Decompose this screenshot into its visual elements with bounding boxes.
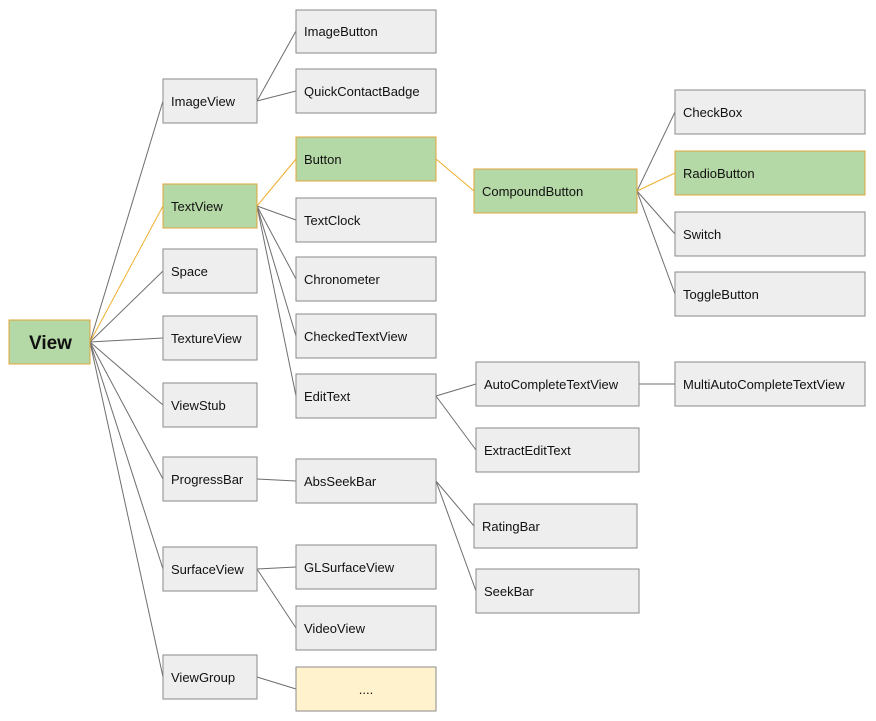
node-textureview[interactable]: TextureView bbox=[162, 315, 258, 361]
node-checkbox-label: CheckBox bbox=[683, 105, 743, 120]
node-imageview[interactable]: ImageView bbox=[162, 78, 258, 124]
edge-view-textview bbox=[89, 205, 164, 343]
node-abseekbar[interactable]: AbsSeekBar bbox=[295, 458, 437, 504]
edge-view-textureview bbox=[89, 337, 164, 343]
node-viewstub-label: ViewStub bbox=[171, 398, 226, 413]
node-extractedittext[interactable]: ExtractEditText bbox=[475, 427, 640, 473]
node-checkbox[interactable]: CheckBox bbox=[674, 89, 866, 135]
edge-viewgroup-ellipsis bbox=[256, 676, 297, 690]
node-seekbar-label: SeekBar bbox=[484, 584, 535, 599]
node-multiautocompletetextview[interactable]: MultiAutoCompleteTextView bbox=[674, 361, 866, 407]
node-ratingbar-label: RatingBar bbox=[482, 519, 540, 534]
node-abseekbar-label: AbsSeekBar bbox=[304, 474, 377, 489]
node-extractedittext-label: ExtractEditText bbox=[484, 443, 571, 458]
edge-view-space bbox=[89, 270, 164, 343]
node-chronometer-label: Chronometer bbox=[304, 272, 381, 287]
node-button[interactable]: Button bbox=[295, 136, 437, 182]
node-space-label: Space bbox=[171, 264, 208, 279]
node-surfaceview-label: SurfaceView bbox=[171, 562, 244, 577]
node-radiobutton[interactable]: RadioButton bbox=[674, 150, 866, 196]
node-viewgroup[interactable]: ViewGroup bbox=[162, 654, 258, 700]
node-switch[interactable]: Switch bbox=[674, 211, 866, 257]
node-textview-label: TextView bbox=[171, 199, 223, 214]
edge-surfaceview-glsurfaceview bbox=[256, 566, 297, 570]
edge-imageview-quickcontactbadge bbox=[256, 90, 297, 102]
edge-textview-edittext bbox=[256, 205, 297, 397]
edge-surfaceview-videoview bbox=[256, 568, 297, 629]
edge-compound-checkbox bbox=[636, 111, 676, 192]
node-textclock-label: TextClock bbox=[304, 213, 361, 228]
nodes: View ImageView TextView Space TextureVie… bbox=[8, 9, 866, 712]
node-ellipsis[interactable]: .... bbox=[295, 666, 437, 712]
node-videoview[interactable]: VideoView bbox=[295, 605, 437, 651]
edge-textview-chronometer bbox=[256, 205, 297, 280]
edge-view-viewstub bbox=[89, 341, 164, 406]
node-compoundbutton[interactable]: CompoundButton bbox=[473, 168, 638, 214]
node-chronometer[interactable]: Chronometer bbox=[295, 256, 437, 302]
node-quickcontactbadge-label: QuickContactBadge bbox=[304, 84, 420, 99]
node-ratingbar[interactable]: RatingBar bbox=[473, 503, 638, 549]
edge-textview-button bbox=[256, 158, 297, 207]
node-compoundbutton-label: CompoundButton bbox=[482, 184, 583, 199]
node-imagebutton-label: ImageButton bbox=[304, 24, 378, 39]
edge-textview-textclock bbox=[256, 205, 297, 221]
edge-button-compoundbutton bbox=[435, 158, 475, 192]
node-space[interactable]: Space bbox=[162, 248, 258, 294]
node-videoview-label: VideoView bbox=[304, 621, 366, 636]
edge-compound-radiobutton bbox=[636, 172, 676, 192]
node-edittext[interactable]: EditText bbox=[295, 373, 437, 419]
node-glsurfaceview-label: GLSurfaceView bbox=[304, 560, 395, 575]
node-checkedtextview[interactable]: CheckedTextView bbox=[295, 313, 437, 359]
node-checkedtextview-label: CheckedTextView bbox=[304, 329, 408, 344]
edge-edittext-extractedittext bbox=[435, 395, 477, 451]
node-togglebutton-label: ToggleButton bbox=[683, 287, 759, 302]
node-textclock[interactable]: TextClock bbox=[295, 197, 437, 243]
node-switch-label: Switch bbox=[683, 227, 721, 242]
edge-view-imageview bbox=[89, 100, 164, 343]
edge-textview-checkedtextview bbox=[256, 205, 297, 337]
edge-view-progressbar bbox=[89, 341, 164, 480]
node-view-label: View bbox=[29, 333, 72, 354]
node-autocompletetextview[interactable]: AutoCompleteTextView bbox=[475, 361, 640, 407]
node-view[interactable]: View bbox=[8, 319, 91, 365]
node-textureview-label: TextureView bbox=[171, 331, 242, 346]
node-textview[interactable]: TextView bbox=[162, 183, 258, 229]
edge-compound-switch bbox=[636, 190, 676, 235]
node-viewstub[interactable]: ViewStub bbox=[162, 382, 258, 428]
edge-progressbar-abseekbar bbox=[256, 478, 297, 482]
node-progressbar-label: ProgressBar bbox=[171, 472, 244, 487]
node-edittext-label: EditText bbox=[304, 389, 351, 404]
node-ellipsis-label: .... bbox=[359, 682, 373, 697]
node-glsurfaceview[interactable]: GLSurfaceView bbox=[295, 544, 437, 590]
edge-abseekbar-ratingbar bbox=[435, 480, 475, 527]
node-surfaceview[interactable]: SurfaceView bbox=[162, 546, 258, 592]
node-viewgroup-label: ViewGroup bbox=[171, 670, 235, 685]
node-imageview-label: ImageView bbox=[171, 94, 236, 109]
node-seekbar[interactable]: SeekBar bbox=[475, 568, 640, 614]
node-button-label: Button bbox=[304, 152, 342, 167]
edge-edittext-autocomplete bbox=[435, 383, 477, 397]
node-quickcontactbadge[interactable]: QuickContactBadge bbox=[295, 68, 437, 114]
node-progressbar[interactable]: ProgressBar bbox=[162, 456, 258, 502]
edge-abseekbar-seekbar bbox=[435, 480, 477, 592]
edge-view-viewgroup bbox=[89, 341, 164, 678]
edges bbox=[89, 30, 676, 690]
node-imagebutton[interactable]: ImageButton bbox=[295, 9, 437, 54]
edge-imageview-imagebutton bbox=[256, 30, 297, 102]
node-multiautocompletetextview-label: MultiAutoCompleteTextView bbox=[683, 377, 845, 392]
node-togglebutton[interactable]: ToggleButton bbox=[674, 271, 866, 317]
edge-compound-togglebutton bbox=[636, 190, 676, 295]
edge-view-surfaceview bbox=[89, 341, 164, 570]
node-radiobutton-label: RadioButton bbox=[683, 166, 755, 181]
node-autocompletetextview-label: AutoCompleteTextView bbox=[484, 377, 619, 392]
